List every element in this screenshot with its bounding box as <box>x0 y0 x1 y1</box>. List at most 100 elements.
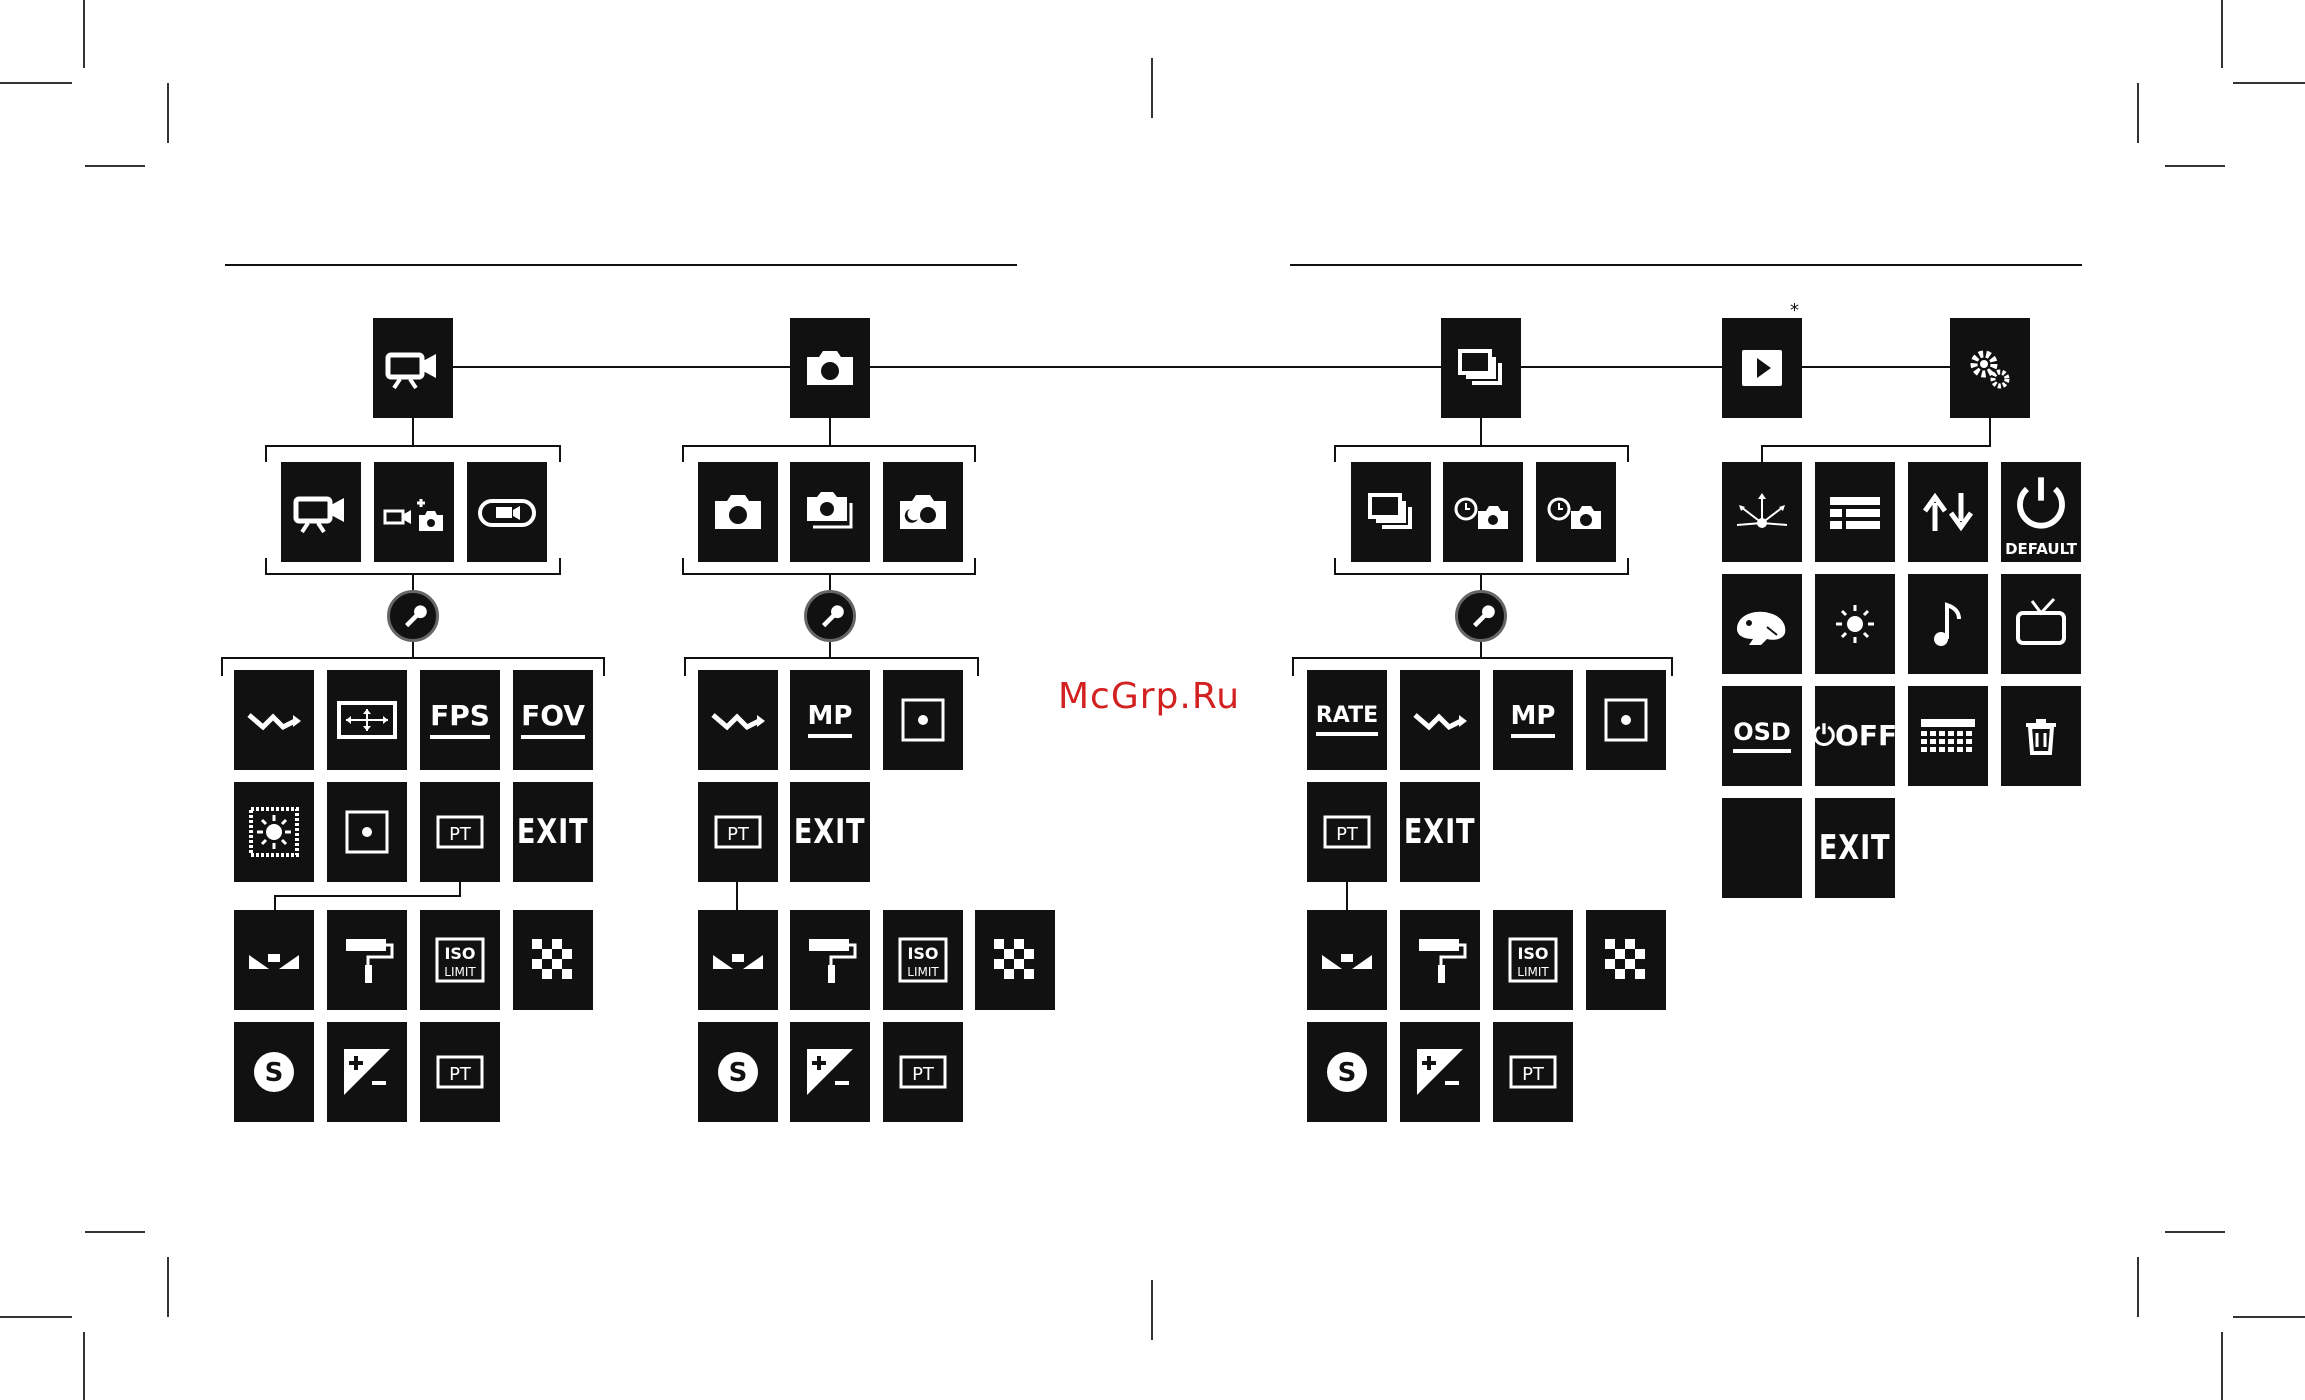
video-settings-wrench[interactable] <box>387 590 439 642</box>
settings-button[interactable] <box>1950 318 2030 418</box>
wireless-button[interactable] <box>1722 462 1802 562</box>
pt-text: ΡT <box>1336 824 1359 845</box>
off-text: OFF <box>1835 719 1897 752</box>
power-icon <box>2006 468 2076 538</box>
continuous-photo-submode[interactable] <box>790 462 870 562</box>
fps-button[interactable]: FPS <box>420 670 500 770</box>
video-camera-icon <box>378 333 448 403</box>
spot-meter-icon <box>888 685 958 755</box>
video-submode[interactable] <box>281 462 361 562</box>
video-format-button[interactable] <box>2001 574 2081 674</box>
spot-meter-button[interactable] <box>327 782 407 882</box>
pt-text: ΡT <box>449 1064 472 1085</box>
photo-protune-reset-button[interactable]: ΡT <box>883 1022 963 1122</box>
burst-color-button[interactable] <box>1400 910 1480 1010</box>
layout-button[interactable] <box>1815 462 1895 562</box>
white-balance-button[interactable] <box>234 910 314 1010</box>
photo-color-button[interactable] <box>790 910 870 1010</box>
watermark: McGrp.Ru <box>1058 676 1240 717</box>
osd-label: OSD <box>1733 720 1791 753</box>
s-text: S <box>265 1058 284 1088</box>
burst-curve-button[interactable] <box>1400 670 1480 770</box>
burst-exit-button[interactable]: EXIT <box>1400 782 1480 882</box>
burst-spot-meter-button[interactable] <box>1586 670 1666 770</box>
burst-white-balance-button[interactable] <box>1307 910 1387 1010</box>
iso-text: ISO <box>907 944 938 963</box>
burst-shutter-button[interactable]: S <box>1307 1022 1387 1122</box>
leds-button[interactable] <box>1815 574 1895 674</box>
color-button[interactable] <box>327 910 407 1010</box>
shutter-s-icon: S <box>239 1037 309 1107</box>
pt-text: ΡT <box>912 1064 935 1085</box>
settings-exit-button[interactable]: EXIT <box>1815 798 1895 898</box>
sharpness-checker-icon <box>1591 925 1661 995</box>
low-light-button[interactable] <box>234 782 314 882</box>
photo-protune-button[interactable]: ΡT <box>698 782 778 882</box>
video-camera-icon <box>286 477 356 547</box>
resolution-button[interactable] <box>327 670 407 770</box>
photo-white-balance-button[interactable] <box>698 910 778 1010</box>
burst-settings-wrench[interactable] <box>1455 590 1507 642</box>
fov-button[interactable]: FOV <box>513 670 593 770</box>
trash-icon <box>2006 701 2076 771</box>
burst-megapixel-button[interactable]: MP <box>1493 670 1573 770</box>
night-photo-submode[interactable] <box>883 462 963 562</box>
sharpness-button[interactable] <box>513 910 593 1010</box>
rate-button[interactable]: RATE <box>1307 670 1387 770</box>
delete-button[interactable] <box>2001 686 2081 786</box>
burst-protune-reset-button[interactable]: ΡT <box>1493 1022 1573 1122</box>
protune-icon: ΡT <box>1312 797 1382 867</box>
curve-arrow-icon <box>1405 685 1475 755</box>
protune-button[interactable]: ΡT <box>420 782 500 882</box>
single-photo-submode[interactable] <box>698 462 778 562</box>
loop-video-submode[interactable] <box>467 462 547 562</box>
shutter-button[interactable]: S <box>234 1022 314 1122</box>
photo-mode-button[interactable] <box>790 318 870 418</box>
photo-exit-button[interactable]: EXIT <box>790 782 870 882</box>
time-lapse-submode[interactable] <box>1536 462 1616 562</box>
playback-button[interactable] <box>1722 318 1802 418</box>
burst-submode[interactable] <box>1351 462 1431 562</box>
burst-protune-button[interactable]: ΡT <box>1307 782 1387 882</box>
video-mode-button[interactable] <box>373 318 453 418</box>
burst-mode-button[interactable] <box>1441 318 1521 418</box>
date-time-button[interactable] <box>1908 686 1988 786</box>
default-button[interactable]: DEFAULT <box>2001 462 2081 562</box>
sound-button[interactable] <box>1908 574 1988 674</box>
beep-volume-button[interactable] <box>1722 574 1802 674</box>
wireless-arrows-icon <box>1727 477 1797 547</box>
megapixel-button[interactable]: MP <box>790 670 870 770</box>
protune-reset-button[interactable]: ΡT <box>420 1022 500 1122</box>
photo-spot-meter-button[interactable] <box>883 670 963 770</box>
off-label: ⏻OFF <box>1813 722 1897 750</box>
night-lapse-submode[interactable] <box>1443 462 1523 562</box>
exposure-comp-icon <box>332 1037 402 1107</box>
s-text: S <box>1338 1058 1357 1088</box>
exit-button[interactable]: EXIT <box>513 782 593 882</box>
photo-shutter-button[interactable]: S <box>698 1022 778 1122</box>
list-layout-icon <box>1820 477 1890 547</box>
wrench-icon <box>814 600 846 632</box>
protune-icon: ΡT <box>888 1037 958 1107</box>
burst-exposure-button[interactable] <box>1400 1022 1480 1122</box>
photo-settings-wrench[interactable] <box>804 590 856 642</box>
resolution-frame-icon <box>332 685 402 755</box>
osd-button[interactable]: OSD <box>1722 686 1802 786</box>
orientation-button[interactable] <box>1908 462 1988 562</box>
photo-sharpness-button[interactable] <box>975 910 1055 1010</box>
exposure-button[interactable] <box>327 1022 407 1122</box>
photo-exposure-button[interactable] <box>790 1022 870 1122</box>
protune-curve-button[interactable] <box>234 670 314 770</box>
video-photo-submode[interactable] <box>374 462 454 562</box>
auto-off-button[interactable]: ⏻OFF <box>1815 686 1895 786</box>
fps-label: FPS <box>430 702 490 739</box>
blank-setting-button[interactable] <box>1722 798 1802 898</box>
photo-curve-button[interactable] <box>698 670 778 770</box>
burst-sharpness-button[interactable] <box>1586 910 1666 1010</box>
paint-roller-icon <box>1405 925 1475 995</box>
tv-icon <box>2006 589 2076 659</box>
exposure-comp-icon <box>1405 1037 1475 1107</box>
